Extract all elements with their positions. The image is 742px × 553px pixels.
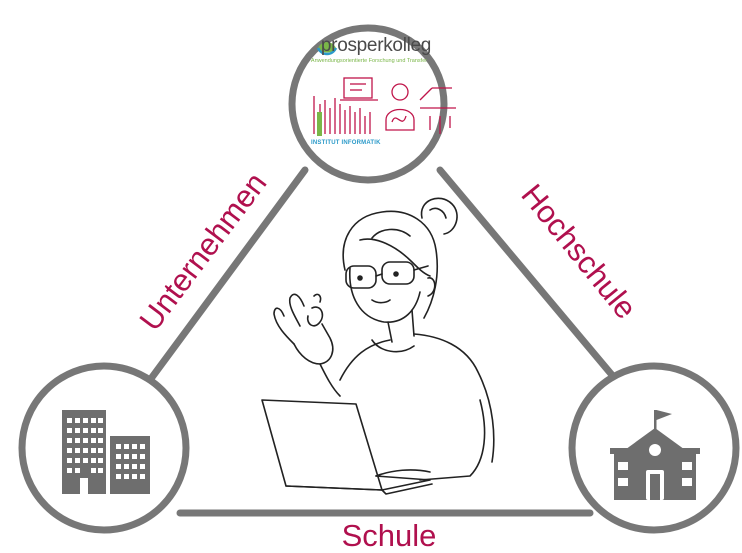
top-node-circle bbox=[288, 24, 448, 184]
edge-label-schule: Schule bbox=[341, 518, 437, 553]
brand-name: prosperkolleg bbox=[320, 35, 432, 56]
triangle-edges bbox=[146, 166, 616, 517]
edge-right-line bbox=[436, 166, 616, 379]
person-laptop-illustration bbox=[261, 197, 495, 495]
institut-green-bar bbox=[317, 112, 322, 136]
edge-left-line bbox=[146, 166, 309, 384]
brand-tagline: Anwendungsorientierte Forschung und Tran… bbox=[310, 58, 428, 64]
prosperkolleg-logo-mark bbox=[316, 42, 338, 56]
institute-label: INSTITUT INFORMATIK bbox=[311, 140, 381, 146]
school-building-icon bbox=[610, 410, 700, 500]
brand-block: prosperkolleg Anwendungsorientierte Fors… bbox=[294, 36, 444, 65]
office-buildings-icon bbox=[62, 410, 150, 494]
